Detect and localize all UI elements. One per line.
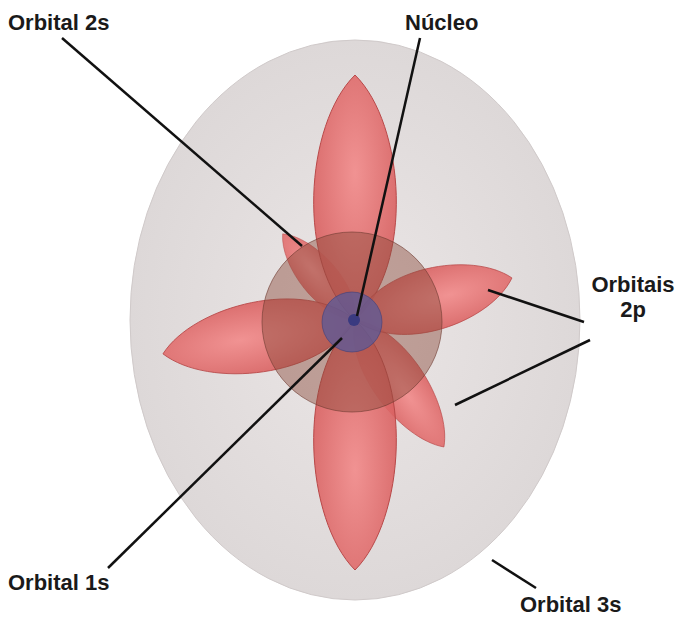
leader-lines [62, 38, 590, 588]
orbital-label: Orbital 3s [520, 592, 621, 617]
orbital-label: Orbitais 2p [582, 272, 684, 323]
orbital-label: Orbital 2s [8, 10, 109, 35]
orbitals-2p [157, 75, 520, 570]
orbital-label: Núcleo [405, 10, 478, 35]
orbital-label: Orbital 1s [8, 570, 109, 595]
orbital-2s [262, 232, 442, 412]
orbital-3s [130, 40, 580, 600]
orbital-1s [322, 292, 382, 352]
